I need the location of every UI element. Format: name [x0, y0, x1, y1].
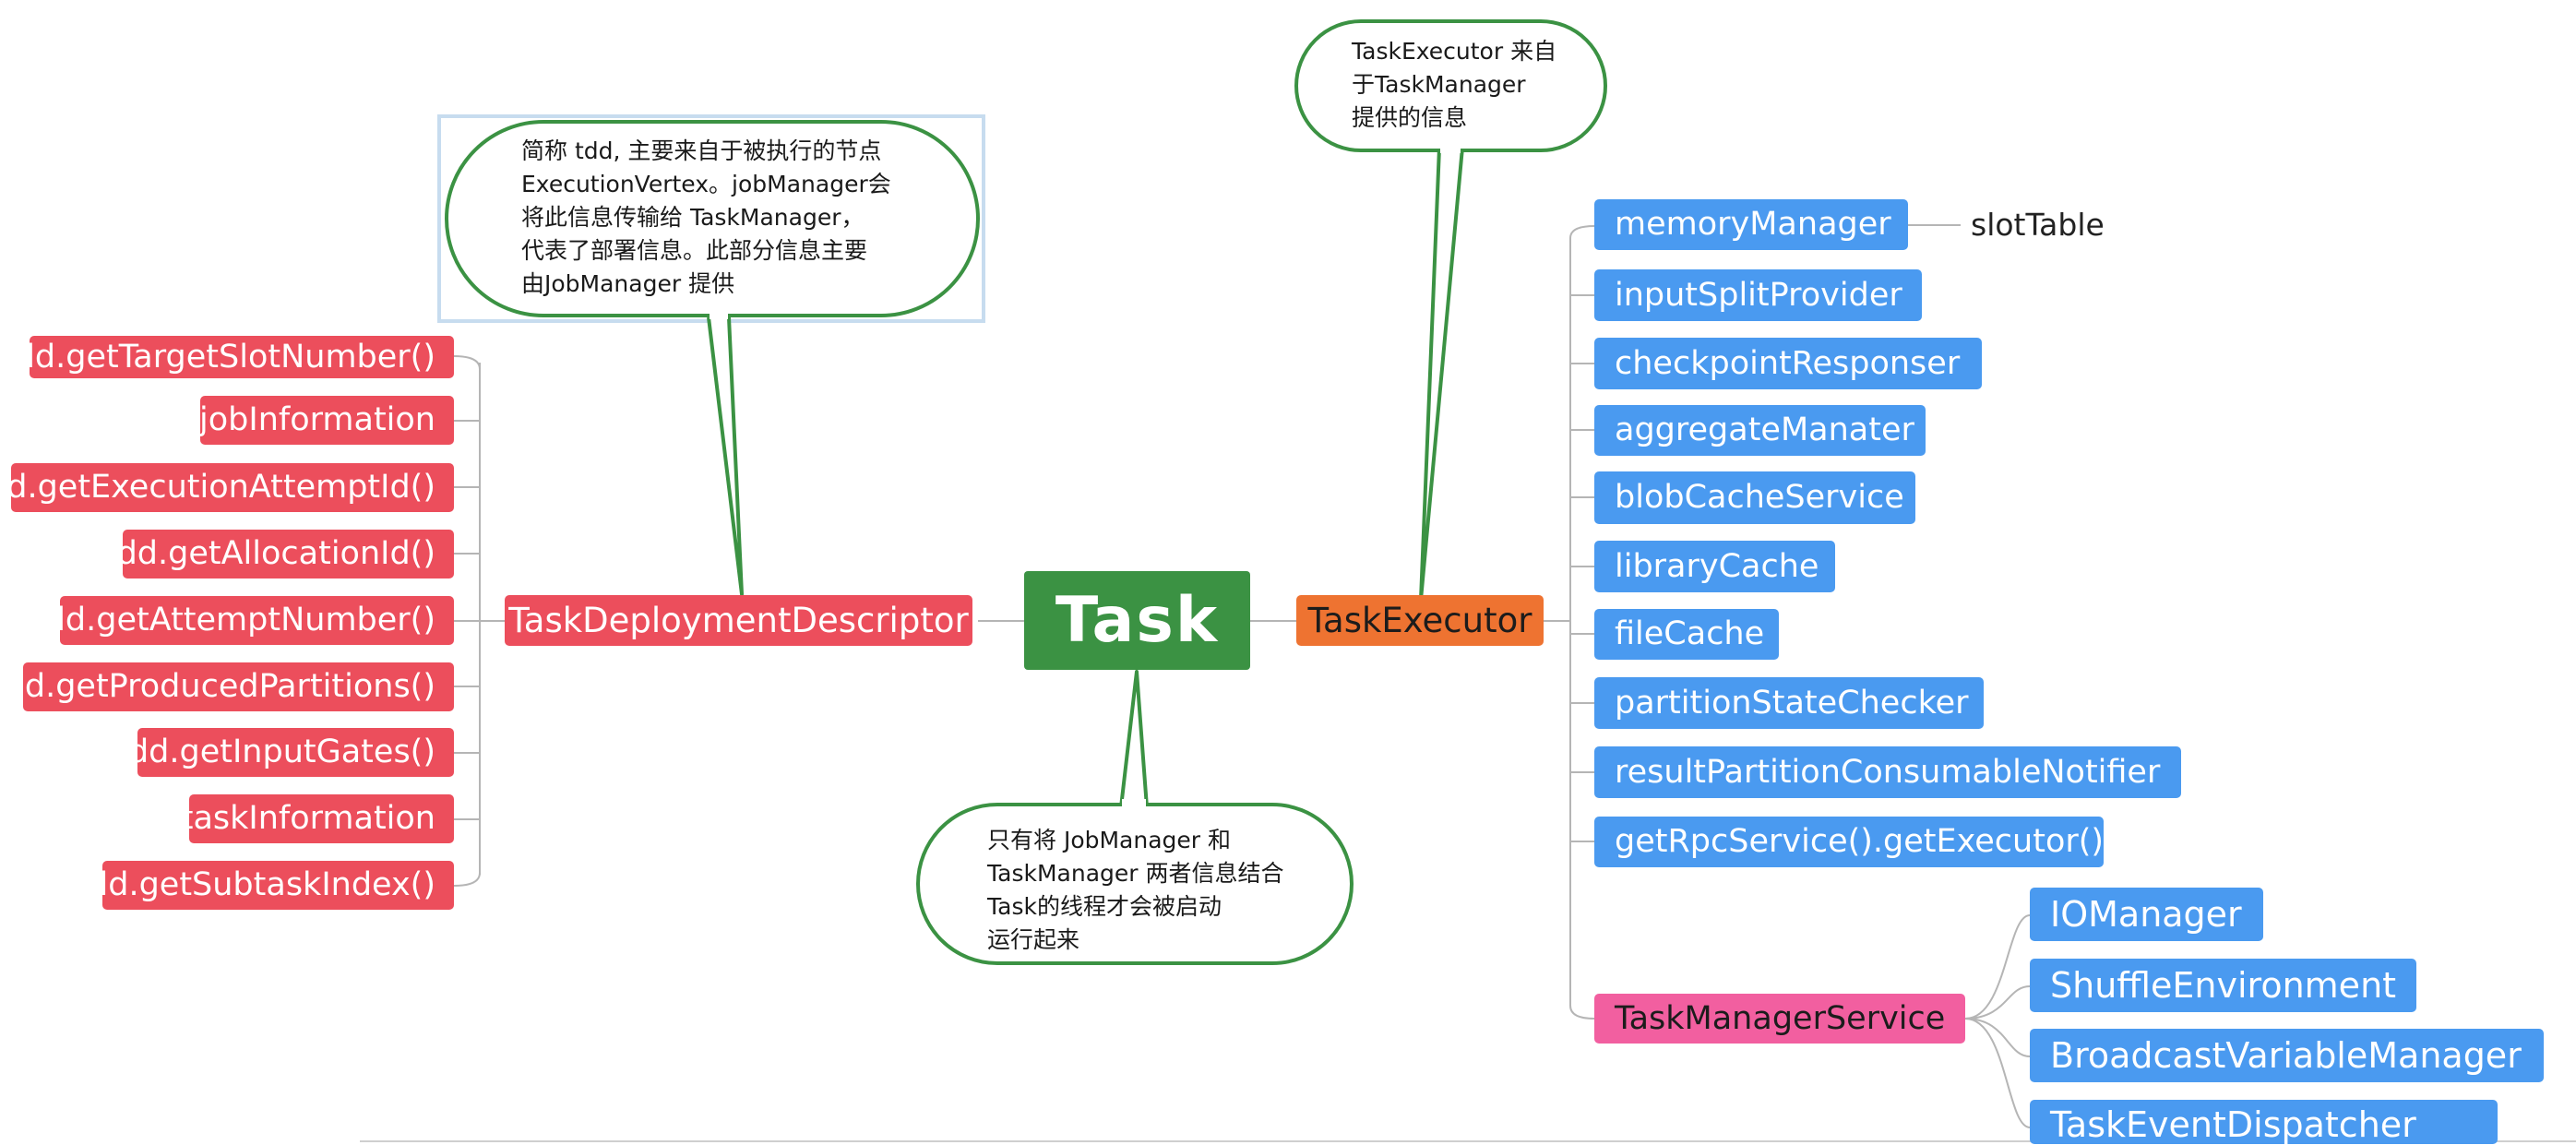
service-child-label: ShuffleEnvironment: [2050, 965, 2397, 1006]
tdd-item-node[interactable]: tdd.getAllocationId(): [104, 530, 454, 578]
executor-item-label: partitionStateChecker: [1615, 684, 1969, 722]
tdd-item-node[interactable]: tdd.getExecutionAttemptId(): [0, 463, 454, 512]
executor-callout-text: TaskExecutor 来自 于TaskManager 提供的信息: [1352, 35, 1556, 135]
executor-item-label: aggregateManater: [1615, 411, 1914, 448]
executor-item-node[interactable]: partitionStateChecker: [1594, 677, 1984, 729]
service-child-node[interactable]: BroadcastVariableManager: [2030, 1029, 2544, 1082]
callout-line: 只有将 JobManager 和: [987, 827, 1232, 853]
callout-line: 于TaskManager: [1352, 71, 1526, 98]
executor-item-label: libraryCache: [1615, 547, 1819, 585]
executor-children-bracket: [1543, 225, 1595, 1020]
tdd-item-label: tdd.getProducedPartitions(): [0, 668, 435, 705]
callout-line: ExecutionVertex。jobManager会: [521, 171, 891, 197]
tdd-branch-label: TaskDeploymentDescriptor: [508, 601, 969, 640]
root-node-task[interactable]: Task: [1024, 571, 1250, 670]
callout-line: Task的线程才会被启动: [987, 893, 1222, 920]
taskmanagerservice-node[interactable]: TaskManagerService: [1594, 994, 1965, 1044]
tdd-item-node[interactable]: tdd.getAttemptNumber(): [32, 596, 454, 645]
callout-line: 提供的信息: [1352, 104, 1468, 131]
tdd-callout-text: 简称 tdd, 主要来自于被执行的节点 ExecutionVertex。jobM…: [521, 135, 891, 301]
service-child-label: BroadcastVariableManager: [2050, 1035, 2522, 1076]
tdd-item-node[interactable]: tdd.getProducedPartitions(): [0, 662, 454, 711]
executor-item-label: checkpointResponser: [1615, 344, 1961, 382]
tdd-item-label: tdd.getInputGates(): [115, 734, 435, 770]
task-callout-text: 只有将 JobManager 和 TaskManager 两者信息结合 Task…: [987, 824, 1284, 957]
tdd-callout-shape: [437, 114, 985, 596]
executor-branch-label: TaskExecutor: [1307, 601, 1532, 640]
executor-item-node[interactable]: memoryManager: [1594, 199, 1908, 250]
tdd-item-node[interactable]: tdd.getTargetSlotNumber(): [2, 336, 454, 378]
tdd-branch-node[interactable]: TaskDeploymentDescriptor: [505, 595, 972, 646]
callout-line: TaskManager 两者信息结合: [987, 860, 1284, 887]
callout-line: 代表了部署信息。此部分信息主要: [521, 237, 868, 264]
tdd-children-bracket: [453, 355, 507, 887]
executor-item-node[interactable]: blobCacheService: [1594, 471, 1915, 524]
callout-line: TaskExecutor 来自: [1352, 38, 1557, 65]
executor-item-label: blobCacheService: [1615, 479, 1904, 516]
service-child-label: IOManager: [2050, 894, 2242, 935]
task-callout-shape: [916, 670, 1354, 965]
callout-line: 运行起来: [987, 926, 1080, 953]
executor-item-node[interactable]: checkpointResponser: [1594, 338, 1982, 389]
tdd-item-node[interactable]: jobInformation: [199, 396, 454, 445]
tdd-item-label: jobInformation: [199, 401, 435, 438]
executor-item-label: resultPartitionConsumableNotifier: [1615, 753, 2161, 791]
tdd-item-label: tdd.getExecutionAttemptId(): [0, 469, 435, 506]
executor-item-node[interactable]: inputSplitProvider: [1594, 269, 1922, 321]
taskmanagerservice-label: TaskManagerService: [1615, 999, 1946, 1037]
slottable-label: slotTable: [1971, 207, 2105, 243]
tdd-item-label: tdd.getTargetSlotNumber(): [1, 338, 435, 376]
tdd-item-label: taskInformation: [180, 800, 435, 837]
tdd-item-label: tdd.getAttemptNumber(): [31, 602, 435, 638]
tdd-item-label: tdd.getAllocationId(): [103, 535, 435, 572]
root-label: Task: [1055, 584, 1220, 657]
executor-item-label: memoryManager: [1615, 206, 1891, 243]
executor-item-label: inputSplitProvider: [1615, 276, 1902, 314]
service-child-node[interactable]: TaskEventDispatcher: [2030, 1100, 2498, 1144]
callout-line: 简称 tdd, 主要来自于被执行的节点: [521, 137, 882, 164]
executor-callout-shape: [1294, 19, 1607, 602]
service-child-label: TaskEventDispatcher: [2050, 1104, 2416, 1145]
executor-item-node[interactable]: libraryCache: [1594, 541, 1835, 592]
tdd-item-label: tdd.getSubtaskIndex(): [75, 866, 435, 903]
callout-line: 由JobManager 提供: [521, 270, 735, 297]
service-child-node[interactable]: ShuffleEnvironment: [2030, 959, 2416, 1012]
service-children-connectors: [1964, 914, 2031, 1128]
tdd-item-node[interactable]: tdd.getSubtaskIndex(): [75, 861, 454, 910]
callout-line: 将此信息传输给 TaskManager，: [521, 204, 865, 231]
executor-item-node[interactable]: resultPartitionConsumableNotifier: [1594, 746, 2181, 798]
executor-branch-node[interactable]: TaskExecutor: [1296, 595, 1544, 646]
executor-item-label: fileCache: [1615, 615, 1765, 652]
service-child-node[interactable]: IOManager: [2030, 888, 2263, 941]
executor-item-node[interactable]: fileCache: [1594, 609, 1779, 660]
executor-item-node[interactable]: getRpcService().getExecutor(): [1594, 817, 2104, 867]
tdd-item-node[interactable]: tdd.getInputGates(): [115, 728, 454, 777]
executor-item-node[interactable]: aggregateManater: [1594, 405, 1926, 456]
tdd-item-node[interactable]: taskInformation: [181, 794, 454, 843]
executor-item-label: getRpcService().getExecutor(): [1615, 823, 2105, 860]
